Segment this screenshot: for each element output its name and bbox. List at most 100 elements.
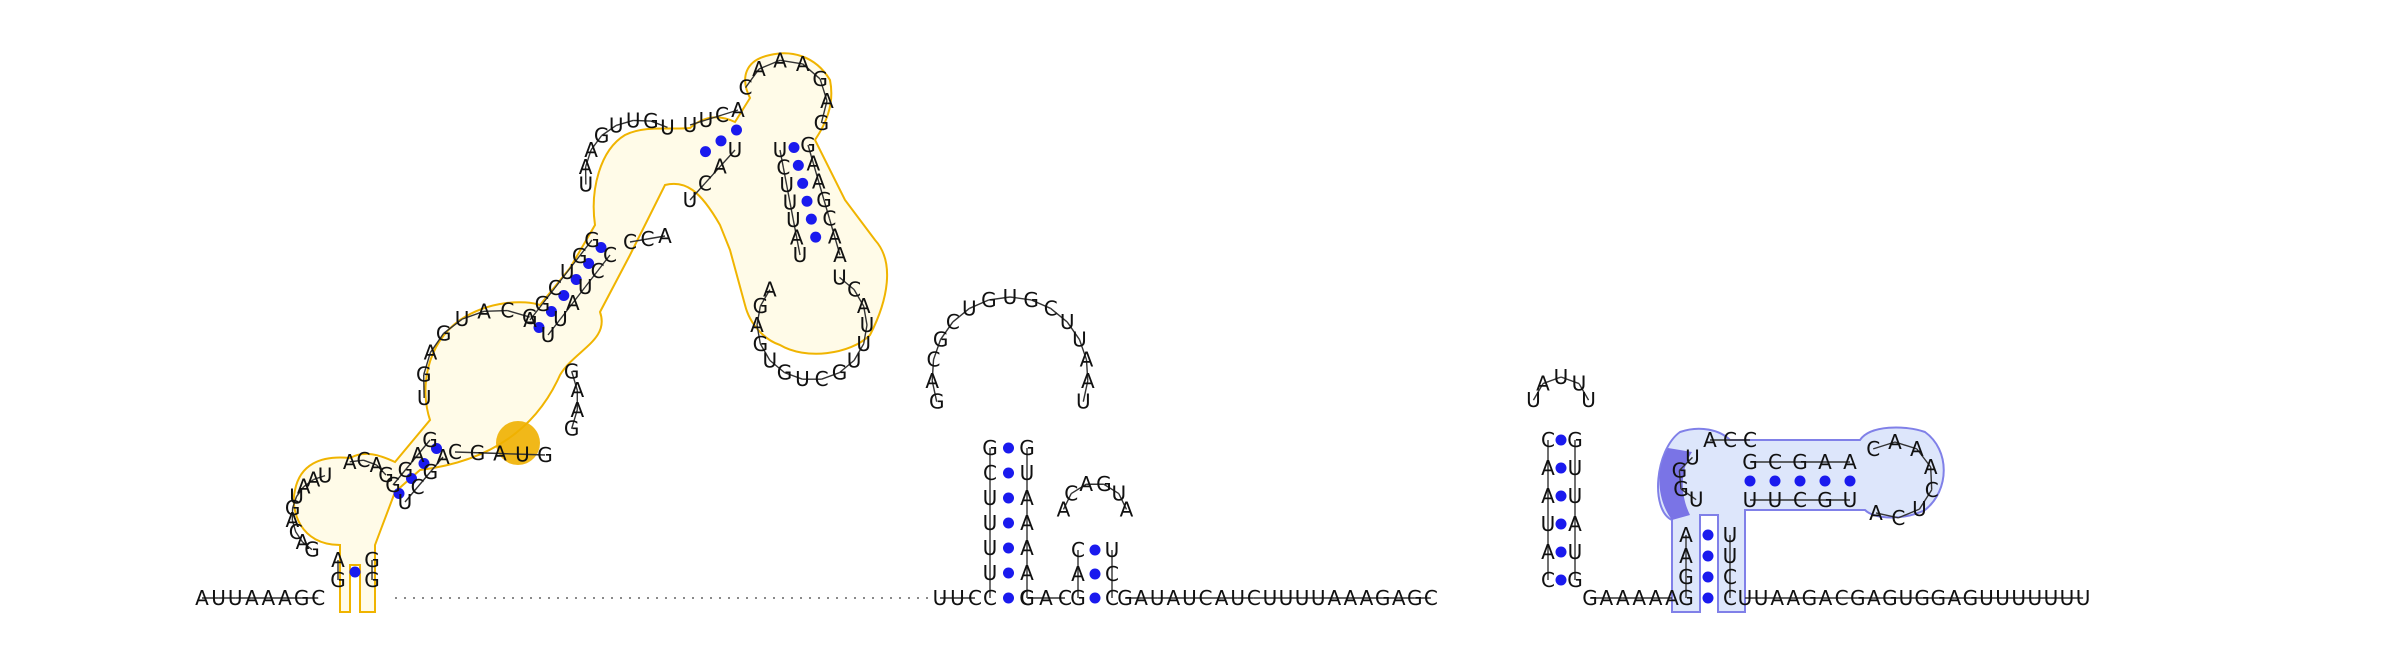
domain-1-nucleotide: A <box>763 278 777 302</box>
linker-2-nucleotide: A <box>1649 586 1663 610</box>
domain-1-nucleotide: G <box>364 548 380 572</box>
base-pair-dot <box>1844 475 1856 487</box>
five-prime-nucleotide: C <box>311 586 325 610</box>
domain-5-nucleotide: C <box>1891 506 1905 530</box>
hairpin-4-nucleotide: U <box>1568 456 1583 480</box>
hairpin-3-nucleotide: G <box>1019 586 1035 610</box>
backbone-link <box>1070 483 1087 495</box>
three-prime-nucleotide: U <box>1979 586 1994 610</box>
hairpin-2-nucleotide: C <box>946 310 960 334</box>
backbone-link <box>584 149 592 168</box>
base-pair-dot <box>570 274 582 285</box>
domain-1-nucleotide: G <box>416 363 432 387</box>
domain-1-nucleotide: A <box>857 294 871 318</box>
hairpin-2-nucleotide: A <box>925 369 939 393</box>
domain-1-nucleotide: U <box>515 442 530 466</box>
backbone-link <box>705 114 723 121</box>
domain-1-nucleotide: A <box>411 443 425 467</box>
domain-1-nucleotide: A <box>331 548 345 572</box>
hairpin-2-nucleotide: C <box>968 586 982 610</box>
domain-5-nucleotide: C <box>1866 437 1880 461</box>
backbone-link <box>819 78 828 101</box>
backbone-link <box>547 318 561 336</box>
backbone-link <box>429 456 444 473</box>
backbone-link <box>1542 376 1562 385</box>
hairpin-3-nucleotide: C <box>1064 482 1078 506</box>
domain-1-nucleotide: G <box>304 538 320 562</box>
base-pair-dot <box>715 135 727 147</box>
backbone-link <box>784 371 803 380</box>
domain-1-nucleotide: U <box>847 348 862 372</box>
backbone-link <box>429 332 445 353</box>
backbone-link <box>1085 359 1089 381</box>
backbone-link <box>291 520 297 533</box>
backbone-link <box>633 119 651 122</box>
domain-1-nucleotide: C <box>815 367 829 391</box>
backbone-link <box>529 303 543 321</box>
base-pair-dot <box>1555 490 1567 502</box>
domain-1-nucleotide: U <box>832 265 847 289</box>
domain-1-nucleotide: A <box>285 508 299 532</box>
base-pair-dot <box>1003 592 1014 604</box>
backbone-link <box>689 119 707 126</box>
base-pair-dot <box>1819 475 1831 487</box>
domain-1-nucleotide: A <box>436 445 450 469</box>
domain-5-nucleotide: A <box>1679 523 1693 547</box>
domain-1-nucleotide: G <box>385 473 401 497</box>
backbone-link <box>1898 508 1920 519</box>
backbone-link <box>969 299 990 310</box>
backbone-link <box>1103 483 1120 495</box>
domain-1-nucleotide: G <box>398 458 414 482</box>
backbone-link <box>779 149 785 168</box>
domain-1-nucleotide: G <box>643 109 659 133</box>
linker-1-nucleotide: U <box>1150 586 1165 610</box>
backbone-link <box>1678 470 1682 490</box>
hairpin-2-nucleotide: U <box>1076 390 1091 414</box>
domain-1-nucleotide: G <box>832 361 848 385</box>
backbone-link <box>952 307 970 323</box>
five-prime-nucleotide: A <box>245 586 259 610</box>
domain-1-nucleotide: C <box>548 276 562 300</box>
domain-1-nucleotide: C <box>847 278 861 302</box>
domain-1-nucleotide: A <box>790 226 804 250</box>
three-prime-nucleotide: A <box>1867 586 1881 610</box>
backbone-link <box>721 109 739 116</box>
domain-5-nucleotide: G <box>1678 565 1694 589</box>
hairpin-2-nucleotide: G <box>1023 288 1039 312</box>
backbone-link <box>477 452 501 455</box>
backbone-link <box>601 124 617 137</box>
backbone-link <box>1678 456 1693 471</box>
domain-1-nucleotide: U <box>553 307 568 331</box>
base-pair-dot <box>595 242 607 253</box>
backbone-link <box>541 287 556 305</box>
domain-1-nucleotide: C <box>776 156 790 180</box>
backbone-link <box>363 459 377 466</box>
backbone-link <box>349 459 364 463</box>
backbone-link <box>759 289 771 307</box>
domain-1-nucleotide: A <box>796 52 810 76</box>
base-pair-dot <box>1702 529 1714 541</box>
base-pair-dot <box>797 177 809 189</box>
domain-5-nucleotide: U <box>1768 488 1783 512</box>
domain-1-nucleotide: G <box>522 305 538 329</box>
hairpin-2-nucleotide: A <box>1081 369 1095 393</box>
domain-1-nucleotide: A <box>752 57 766 81</box>
domain-1-nucleotide: U <box>398 490 413 514</box>
hairpin-3-nucleotide: C <box>1058 586 1072 610</box>
domain-1-nucleotide: U <box>786 208 801 232</box>
domain-5-nucleotide: A <box>1910 437 1924 461</box>
five-prime-nucleotide: A <box>278 586 292 610</box>
domain-5-nucleotide: A <box>1818 450 1832 474</box>
backbone-link <box>1560 376 1580 385</box>
hairpin-2-nucleotide: U <box>950 586 965 610</box>
domain-1-nucleotide: A <box>828 225 842 249</box>
domain-5-highlight-nucleotide: G <box>1673 477 1689 501</box>
linker-1-nucleotide: C <box>1247 586 1261 610</box>
domain-1-nucleotide: G <box>812 67 828 91</box>
domain-1-nucleotide: A <box>297 475 311 499</box>
backbone-link <box>812 163 820 182</box>
hairpin-4-nucleotide: A <box>1568 512 1582 536</box>
domain-5-nucleotide: C <box>1723 565 1737 589</box>
hairpin-4-nucleotide: C <box>1541 568 1555 592</box>
backbone-link <box>417 471 431 488</box>
